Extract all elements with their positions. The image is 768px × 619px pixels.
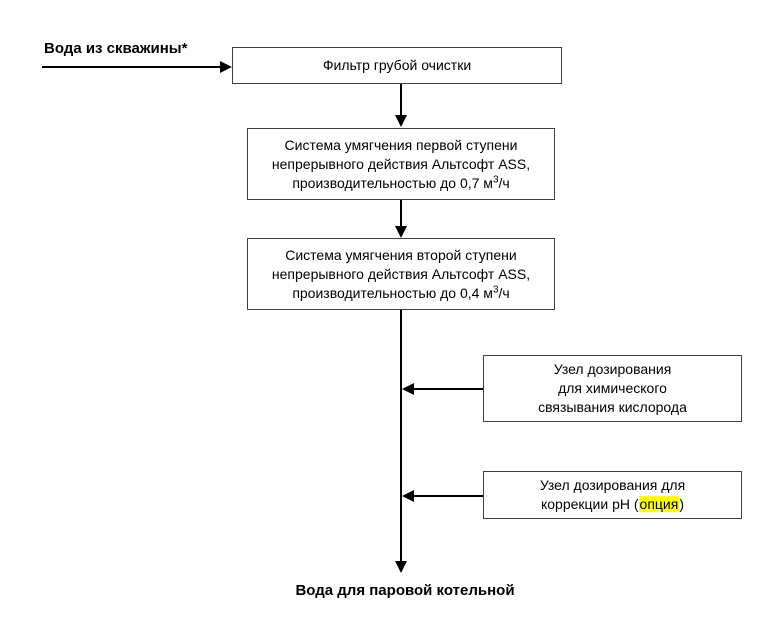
source-connector-line <box>42 66 220 68</box>
softening-stage1-text-line3: производительностью до 0,7 м3/ч <box>292 174 509 193</box>
option-highlight: опция <box>638 496 680 512</box>
box-ph-dosing: Узел дозирования для коррекции pH (опция… <box>483 471 742 519</box>
connector-filter-to-stage1-arrowhead-icon <box>395 115 407 127</box>
connector-oxygen-dosing-line <box>414 388 483 390</box>
oxygen-dosing-text-line3: связывания кислорода <box>538 399 687 415</box>
box-softening-stage1: Система умягчения первой ступени непреры… <box>247 128 555 200</box>
ph-dosing-text-post: ) <box>679 496 685 512</box>
source-label: Вода из скважины* <box>44 40 188 57</box>
main-output-arrowhead-icon <box>395 561 407 573</box>
connector-ph-dosing-line <box>414 495 483 497</box>
connector-stage1-to-stage2-arrowhead-icon <box>395 226 407 238</box>
connector-ph-dosing-arrowhead-icon <box>402 490 414 502</box>
ph-dosing-text-line2: коррекции pH (опция) <box>541 495 684 514</box>
oxygen-dosing-text-line2: для химического <box>558 380 667 396</box>
softening-stage1-text-line2: непрерывного действия Альтсофт ASS, <box>271 155 531 172</box>
main-output-line <box>400 310 402 561</box>
softening-stage2-superscript: 3 <box>492 283 499 295</box>
connector-filter-to-stage1-line <box>400 84 402 115</box>
oxygen-dosing-text-line1: Узел дозирования <box>553 361 672 377</box>
softening-stage1-capacity-text: производительностью до 0,7 м <box>292 174 493 191</box>
box-oxygen-dosing: Узел дозирования для химического связыва… <box>483 355 742 422</box>
ph-dosing-text-line1: Узел дозирования для <box>539 477 686 493</box>
box-softening-stage2: Система умягчения второй ступени непреры… <box>247 238 555 310</box>
source-arrowhead-icon <box>220 61 232 73</box>
connector-oxygen-dosing-arrowhead-icon <box>402 383 414 395</box>
softening-stage2-text-line3: производительностью до 0,4 м3/ч <box>292 284 509 303</box>
coarse-filter-label: Фильтр грубой очистки <box>322 57 472 73</box>
softening-stage1-superscript: 3 <box>492 173 499 185</box>
output-label: Вода для паровой котельной <box>295 582 515 599</box>
softening-stage2-unit-suffix: /ч <box>498 284 510 301</box>
softening-stage2-text-line2: непрерывного действия Альтсофт ASS, <box>271 265 531 282</box>
box-coarse-filter: Фильтр грубой очистки <box>232 47 562 84</box>
connector-stage1-to-stage2-line <box>400 200 402 226</box>
softening-stage2-capacity-text: производительностью до 0,4 м <box>292 284 493 301</box>
ph-dosing-text-pre: коррекции pH ( <box>540 496 639 512</box>
softening-stage2-text-line1: Система умягчения второй ступени <box>285 246 517 263</box>
softening-stage1-unit-suffix: /ч <box>498 174 510 191</box>
softening-stage1-text-line1: Система умягчения первой ступени <box>284 136 518 153</box>
